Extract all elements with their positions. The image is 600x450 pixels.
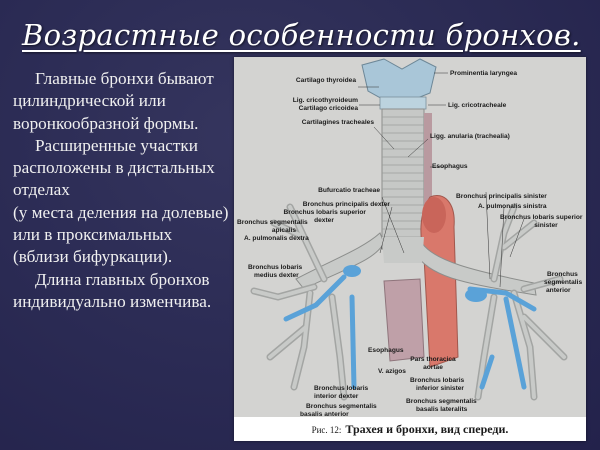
paragraph-length: Длина главных бронхов индивидуально изме…	[13, 269, 212, 311]
label-esophagus-top: Esophagus	[432, 163, 468, 170]
anatomy-figure: Cartilago thyroidea Prominentia laryngea…	[234, 57, 586, 441]
label-bronchus-principalis-sinister: Bronchus principalis sinister	[456, 193, 547, 200]
label-bronchus-lobaris-medius-dexter-1: Bronchus lobaris	[248, 264, 303, 271]
label-bronchus-principalis-dexter: Bronchus principalis dexter	[302, 201, 390, 208]
label-bifurcatio-tracheae: Bufurcatio tracheae	[318, 187, 380, 194]
label-pars-thoracica-aortae-2: aortae	[423, 364, 443, 371]
label-bronchus-segmentalis-anterior-1: Bronchus	[547, 271, 578, 278]
figure-number: Рис. 12:	[311, 425, 342, 435]
label-prominentia-laryngea: Prominentia laryngea	[450, 70, 518, 77]
label-bronchus-lobaris-interior-dexter-2: interior dexter	[314, 393, 359, 400]
label-a-pulmonalis-sinistra: A. pulmonalis sinistra	[478, 203, 547, 210]
label-bronchus-lobaris-superior-sinister-1: Bronchus lobaris superior	[500, 214, 583, 221]
label-bronchus-segmentalis-basalis-anterior-2: basalis anterior	[300, 411, 349, 418]
label-a-pulmonalis-dextra: A. pulmonalis dextra	[244, 235, 309, 242]
trachea-bronchi-illustration	[250, 58, 568, 401]
label-esophagus-bottom: Esophagus	[368, 347, 404, 354]
label-bronchus-lobaris-inferior-sinister-2: inferior sinister	[416, 385, 465, 392]
paragraph-expanded-areas: Расширенные участки расположены в дистал…	[13, 135, 215, 200]
label-cartilago-thyroidea: Cartilago thyroidea	[295, 77, 356, 84]
label-pars-thoracica-aortae-1: Pars thoracica	[410, 356, 456, 363]
label-bronchus-segmentalis-anterior-3: anterior	[546, 287, 571, 294]
label-bronchus-segmentalis-apicalis-1: Bronchus segmentalis	[237, 219, 308, 226]
figure-caption: Рис. 12: Трахея и бронхи, вид спереди.	[234, 417, 586, 441]
paragraph-bronchi-shape: Главные бронхи бывают цилиндрической или…	[13, 69, 214, 133]
label-bronchus-segmentalis-basalis-lateralis-1: Bronchus segmentalis	[406, 398, 477, 405]
label-v-azigos: V. azigos	[378, 368, 406, 375]
label-bronchus-lobaris-superior-dexter-2: dexter	[314, 217, 334, 224]
label-bronchus-lobaris-superior-sinister-2: sinister	[534, 222, 558, 229]
label-bronchus-segmentalis-basalis-anterior-1: Bronchus segmentalis	[306, 403, 377, 410]
label-bronchus-lobaris-superior-dexter-1: Bronchus lobaris superior	[283, 209, 366, 216]
label-bronchus-lobaris-inferior-sinister-1: Bronchus lobaris	[410, 377, 465, 384]
label-cartilagines-tracheales: Cartilagines tracheales	[301, 119, 374, 126]
label-ligg-anularia: Ligg. anularia (trachealia)	[430, 133, 510, 140]
label-bronchus-segmentalis-anterior-2: segmentalis	[544, 279, 583, 286]
label-lig-cricotracheale: Lig. cricotracheale	[448, 102, 507, 109]
slide-body-text: Главные бронхи бывают цилиндрической или…	[13, 68, 231, 313]
slide-title: Возрастные особенности бронхов.	[22, 18, 581, 52]
label-bronchus-lobaris-medius-dexter-2: medius dexter	[254, 272, 299, 279]
label-cartilago-cricoidea: Cartilago cricoidea	[298, 105, 358, 112]
figure-caption-text: Трахея и бронхи, вид спереди.	[345, 422, 509, 436]
label-bronchus-segmentalis-basalis-lateralis-2: basalis lateralits	[416, 406, 468, 413]
label-bronchus-lobaris-interior-dexter-1: Bronchus lobaris	[314, 385, 369, 392]
label-lig-cricothyroideum: Lig. cricothyroideum	[292, 97, 358, 104]
label-bronchus-segmentalis-apicalis-2: apicalis	[271, 227, 297, 234]
paragraph-location: (у места деления на долевые) или в прокс…	[13, 202, 229, 267]
